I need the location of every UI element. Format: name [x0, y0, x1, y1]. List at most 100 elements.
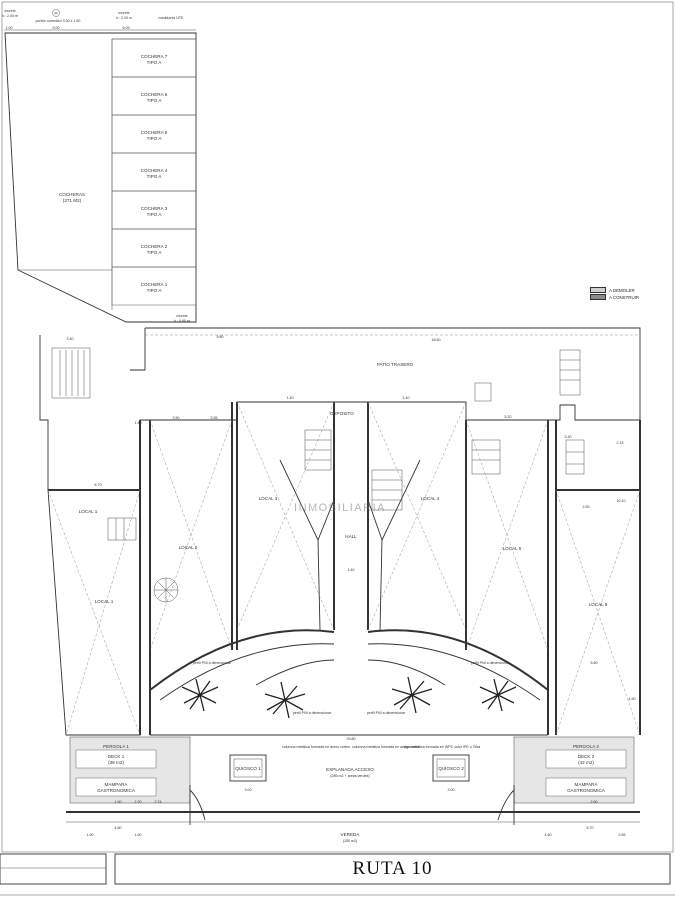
pergola-2-name: PERGOLA 2: [573, 744, 599, 749]
local-6-label: LOCAL 6: [589, 602, 608, 607]
legend-demoler-swatch: [590, 287, 606, 293]
explanada-label: EXPLANADA ACCESO: [326, 767, 374, 772]
cochera-1-type: TIPO A: [147, 288, 163, 293]
svg-text:6.70: 6.70: [587, 826, 594, 830]
svg-text:1.50: 1.50: [135, 833, 142, 837]
legend-construir: A CONSTRUIR: [590, 294, 639, 300]
cochera-7-type: TIPO A: [147, 60, 163, 65]
svg-text:3.50: 3.50: [173, 416, 180, 420]
svg-text:18.60: 18.60: [432, 338, 441, 342]
svg-text:1.40: 1.40: [403, 396, 410, 400]
title-block-left: [0, 853, 107, 885]
cocheras-area-title: COCHERAS: [59, 192, 85, 197]
cochera-2-type: TIPO A: [147, 250, 163, 255]
palm-trees: [181, 676, 517, 719]
legend-construir-label: A CONSTRUIR: [609, 294, 640, 300]
svg-text:2.65: 2.65: [619, 833, 626, 837]
gastro-1-label: GASTRONOMICA: [97, 788, 136, 793]
cochera-3-name: COCHERA 3: [141, 206, 168, 211]
vereda-label: VEREDA: [341, 832, 361, 837]
dim-top-b: 5.00: [53, 26, 60, 30]
svg-text:3.00: 3.00: [245, 788, 252, 792]
svg-text:1.50: 1.50: [115, 800, 122, 804]
pergola-1-name: PERGOLA 1: [103, 744, 129, 749]
murete-mid-height: h.: 2.00 m: [116, 16, 132, 20]
title-block-road: [114, 853, 671, 885]
watermark: INMOBILIARIA: [294, 502, 386, 514]
perfil-mid-left-note: perfil PNI a dimensionar: [293, 711, 332, 715]
sheet-border: [1, 1, 674, 853]
deck-2-area: (42 m2): [578, 760, 594, 765]
interior-stairs: [107, 429, 585, 603]
svg-text:2.15: 2.15: [617, 441, 624, 445]
svg-text:4.60: 4.60: [545, 833, 552, 837]
road-title: RUTA 10: [352, 858, 433, 879]
svg-text:1.90: 1.90: [87, 833, 94, 837]
marker-circle: [52, 9, 60, 17]
local-2-label: LOCAL 2: [179, 545, 198, 550]
quiosco-2: [432, 754, 470, 782]
parking-lot-outline: [4, 32, 197, 323]
murete-mid-label: murete: [118, 11, 129, 15]
perfil-right-note: perfil PNI a dimensionar: [471, 661, 510, 665]
local-1-lower-label: LOCAL 1: [95, 599, 114, 604]
svg-text:6.70: 6.70: [95, 483, 102, 487]
legend-demoler: A DEMOLER: [590, 287, 635, 293]
svg-text:10.10: 10.10: [617, 499, 626, 503]
pergola-1: PERGOLA 1 DECK 1 (38 m2) MAMPARA GASTRON…: [69, 736, 191, 804]
legend-demoler-label: A DEMOLER: [609, 287, 635, 293]
cochera-2-name: COCHERA 2: [141, 244, 168, 249]
rear-stairs: [51, 347, 581, 402]
mampara-1-label: MAMPARA: [105, 782, 129, 787]
local-4-label: LOCAL 4: [421, 496, 440, 501]
svg-text:3.55: 3.55: [211, 416, 218, 420]
deposito-label: DEPOSITO: [330, 411, 354, 416]
cochera-1: [111, 266, 197, 306]
pergola-2: PERGOLA 2 DECK 2 (42 m2) MAMPARA GASTRON…: [513, 736, 635, 804]
cochera-5-name: COCHERA 5: [141, 130, 168, 135]
top-notes: murete h.: 2.00 m M portón corredizo 3.3…: [2, 9, 196, 31]
svg-text:1.40: 1.40: [348, 568, 355, 572]
palm-tree-3: [391, 676, 433, 714]
mampara-2-label: MAMPARA: [575, 782, 599, 787]
local-3-label: LOCAL 3: [259, 496, 278, 501]
svg-text:3.30: 3.30: [565, 435, 572, 439]
cochera-6-type: TIPO A: [147, 98, 163, 103]
local-walls: [48, 402, 641, 735]
svg-text:1.40: 1.40: [135, 421, 142, 425]
murete-lower-label: murete: [176, 314, 187, 318]
perfil-left-note: perfil PNI a dimensionar: [193, 661, 232, 665]
svg-text:9.80: 9.80: [217, 335, 224, 339]
quiosco-1-label: QUIOSCO 1: [235, 766, 261, 771]
columna-right-note: columna metálica formada en acero corten: [352, 745, 420, 749]
deck-1-area: (38 m2): [108, 760, 124, 765]
svg-text:5.80: 5.80: [591, 661, 598, 665]
quiosco-2-label: QUIOSCO 2: [438, 766, 464, 771]
hall-label: HALL: [345, 534, 357, 539]
svg-text:29.80: 29.80: [347, 737, 356, 741]
deck-1-name: DECK 1: [108, 754, 125, 759]
svg-text:2.55: 2.55: [583, 505, 590, 509]
local-1-upper-label: LOCAL 1: [79, 509, 98, 514]
marker-letter: M: [55, 12, 58, 16]
medidores-label: medidores UTE: [159, 16, 185, 20]
cochera-5-type: TIPO A: [147, 136, 163, 141]
quiosco-1: [229, 754, 267, 782]
svg-text:4.50: 4.50: [629, 697, 636, 701]
porton-label: portón corredizo 3.30 x 1.80: [36, 19, 81, 23]
svg-text:1.40: 1.40: [287, 396, 294, 400]
murete-left-label: murete: [4, 9, 15, 13]
palm-tree-4: [479, 678, 517, 712]
building-outline: [39, 327, 641, 736]
columna-left-note: columna metálica formada en acero corten: [282, 745, 350, 749]
legend-construir-swatch: [590, 294, 606, 300]
front-facade: [149, 629, 549, 736]
patio-trasero-label: PATIO TRASERO: [377, 362, 414, 367]
murete-lower-height: h.: 0.60 m: [174, 319, 190, 323]
svg-text:2.60: 2.60: [591, 800, 598, 804]
cochera-6-name: COCHERA 6: [141, 92, 168, 97]
svg-text:3.00: 3.00: [448, 788, 455, 792]
cochera-7-name: COCHERA 7: [141, 54, 168, 59]
cocheras-area-size: (271 M2): [63, 198, 82, 203]
